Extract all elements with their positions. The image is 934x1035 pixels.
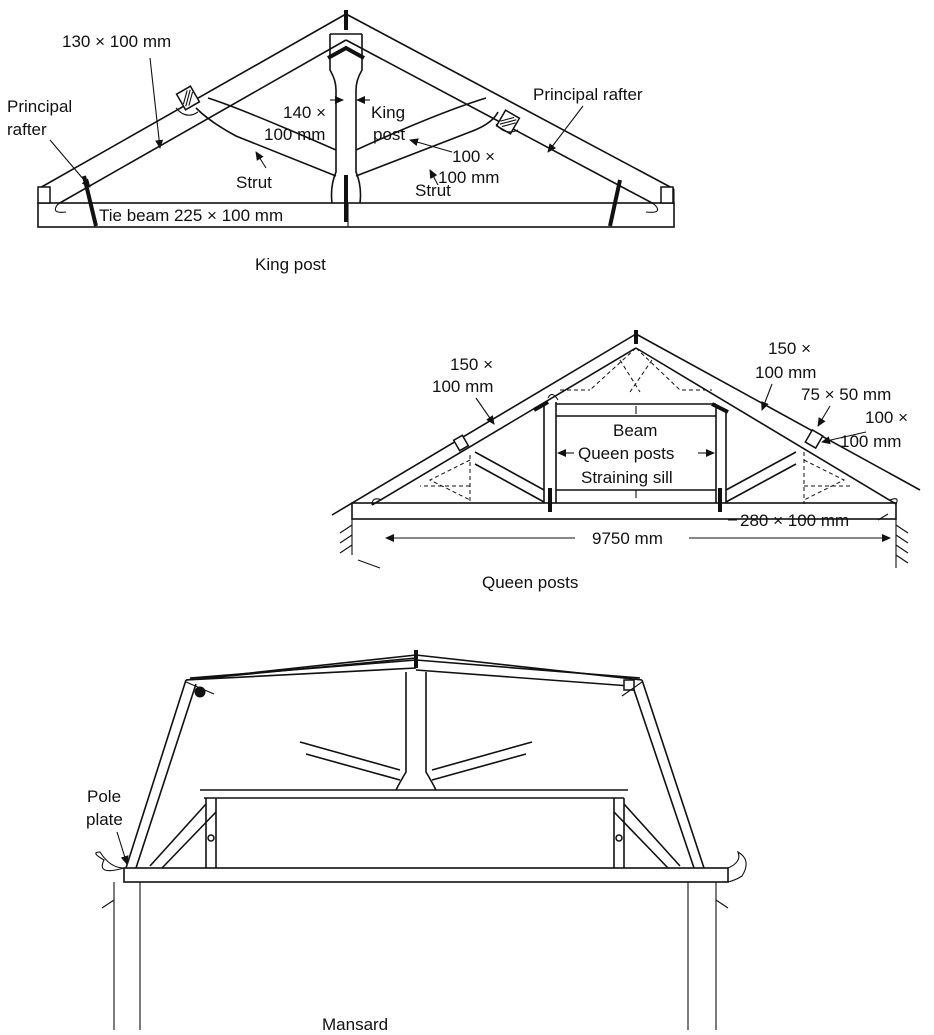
straining-beam [556,403,716,417]
king-post [329,33,363,204]
label-king-post: King [371,103,405,122]
label-span: 9750 mm [592,529,663,548]
label-principal-rafter-left-2: rafter [7,120,47,139]
label-strut-size-2: 100 mm [438,168,499,187]
label-pole-plate-2: plate [86,810,123,829]
label-right-size: 150 × [768,339,811,358]
label-strut-size: 100 × [452,147,495,166]
label-rafter-size: 130 × 100 mm [62,32,171,51]
label-principal-rafter-left: Principal [7,97,72,116]
queen-post-truss [331,330,921,569]
strut-left [195,97,337,177]
label-straining-sill: Straining sill [581,468,673,487]
queen-tie-beam [351,502,897,520]
caption-queen-posts: Queen posts [482,573,578,592]
label-principal-rafter-right: Principal rafter [533,85,643,104]
label-right-size-2: 100 mm [755,363,816,382]
label-king-post-size: 140 × [283,103,326,122]
mansard-lower-rafter-right [631,679,705,869]
label-queen-posts: Queen posts [578,444,674,463]
label-purlin-size: 75 × 50 mm [801,385,891,404]
label-purlin-block: 100 × [865,408,908,427]
label-pole-plate: Pole [87,787,121,806]
strut-right [355,97,499,177]
label-king-post-2: post [373,125,405,144]
label-strut-right: Strut [415,181,451,200]
queen-post-left [543,402,557,503]
caption-king-post: King post [255,255,326,274]
mansard-tie-beam [123,867,729,883]
queen-post-right [715,404,727,503]
label-purlin-block-2: 100 mm [840,432,901,451]
caption-mansard: Mansard [322,1015,388,1034]
label-strut-left: Strut [236,173,272,192]
label-beam: Beam [613,421,657,440]
label-left-size: 150 × [450,355,493,374]
queen-rafter-left [331,333,637,516]
label-king-post-size-2: 100 mm [264,125,325,144]
mansard-truss [95,650,747,1030]
label-tie-size: 280 × 100 mm [740,511,849,530]
label-left-size-2: 100 mm [432,377,493,396]
tie-beam [37,202,675,228]
queen-rafter-right [635,333,921,505]
label-tie-beam: Tie beam 225 × 100 mm [99,206,283,225]
king-post-truss [37,10,675,228]
mansard-lower-rafter-left [125,679,197,869]
